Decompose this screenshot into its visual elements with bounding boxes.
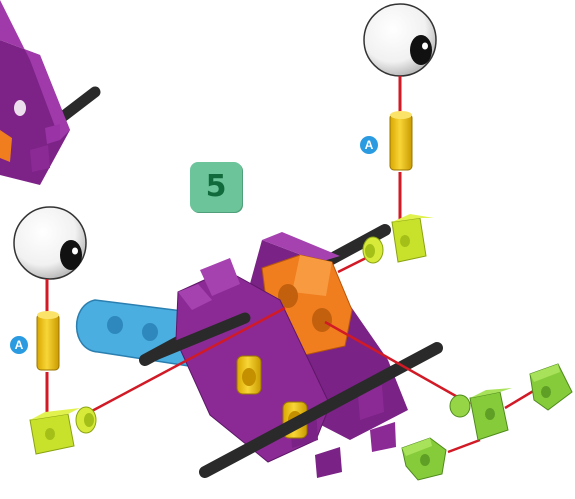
- green-cap-top: [529, 363, 573, 411]
- guide-line-hub-to-left-connector: [89, 306, 286, 414]
- axle-lower: [199, 342, 443, 478]
- eye-left: [13, 206, 87, 280]
- guide-line-green-to-cap-top: [504, 388, 536, 410]
- callout-label-a-left: A: [10, 336, 28, 354]
- previous-assembly: [0, 0, 101, 185]
- callout-label-a-right: A: [360, 136, 378, 154]
- yellow-peg-right: [389, 111, 413, 171]
- step-number-badge: 5: [190, 162, 242, 212]
- eye-right: [363, 3, 437, 77]
- yellow-peg-left: [36, 311, 60, 371]
- lime-connector-right: [362, 214, 434, 264]
- green-connector-center: [449, 388, 512, 441]
- guide-line-green-to-cap-bottom: [447, 438, 481, 454]
- green-cap-bottom: [401, 437, 447, 481]
- axle-middle: [149, 312, 251, 361]
- lime-connector-left: [29, 406, 97, 455]
- step-number: 5: [205, 169, 227, 204]
- guide-line-hub-to-green: [324, 320, 471, 406]
